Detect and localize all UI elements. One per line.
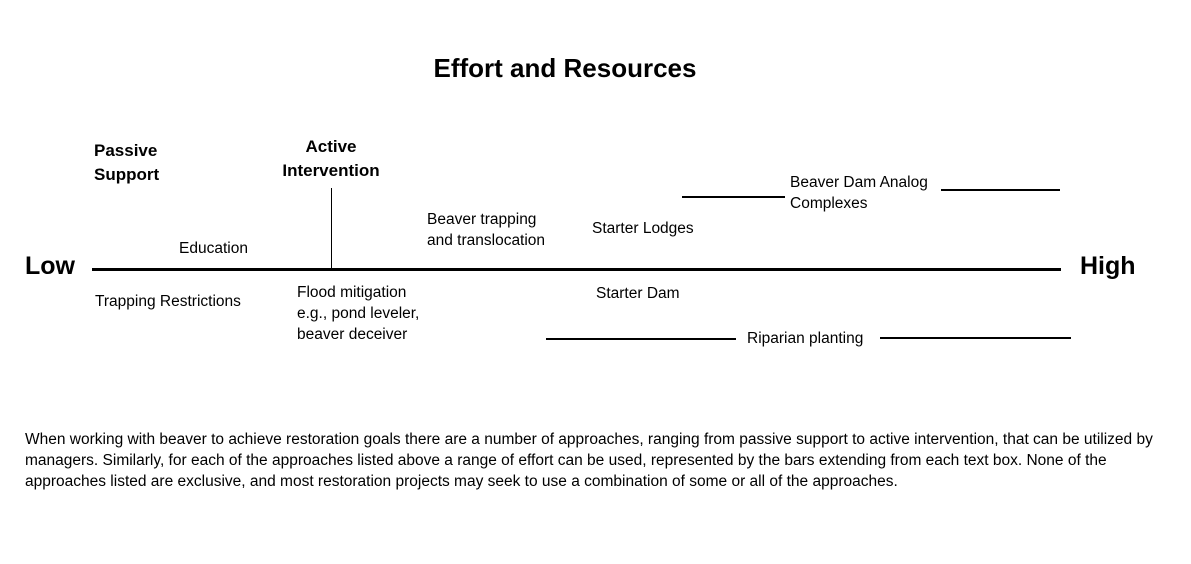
low-label: Low bbox=[25, 252, 75, 280]
riparian-effort-bar-left bbox=[546, 338, 736, 340]
passive-support-heading: Passive Support bbox=[94, 141, 160, 184]
high-label: High bbox=[1080, 252, 1136, 280]
riparian-planting-label: Riparian planting bbox=[747, 330, 864, 347]
bda-complexes-label: Beaver Dam Analog Complexes bbox=[790, 174, 928, 212]
starter-lodges-label: Starter Lodges bbox=[592, 220, 694, 237]
effort-axis-line bbox=[92, 268, 1061, 271]
flood-mitigation-label: Flood mitigation e.g., pond leveler, bea… bbox=[297, 284, 420, 343]
education-label: Education bbox=[179, 240, 248, 257]
caption-text: When working with beaver to achieve rest… bbox=[25, 431, 1153, 490]
active-intervention-heading: Active Intervention bbox=[282, 137, 380, 180]
riparian-effort-bar-right bbox=[880, 337, 1071, 339]
bda-effort-bar-left bbox=[682, 196, 785, 198]
diagram-title: Effort and Resources bbox=[433, 53, 697, 83]
bda-effort-bar-right bbox=[941, 189, 1060, 191]
starter-dam-label: Starter Dam bbox=[596, 285, 680, 302]
trapping-restrictions-label: Trapping Restrictions bbox=[95, 293, 241, 310]
beaver-trapping-label: Beaver trapping and translocation bbox=[427, 211, 546, 249]
passive-active-divider bbox=[331, 188, 332, 270]
